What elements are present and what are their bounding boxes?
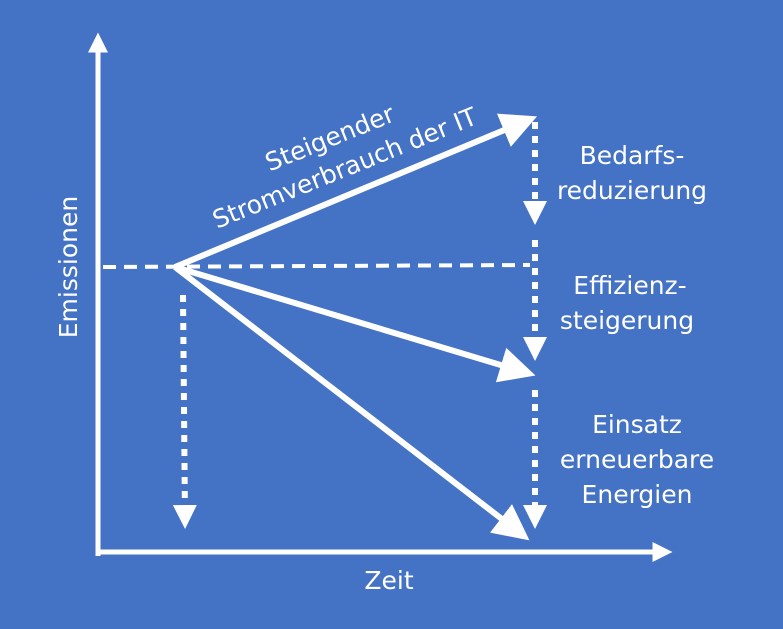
renewables-label-2: erneuerbare: [560, 445, 714, 474]
baseline-dashed: [102, 263, 531, 269]
rising-arrow: [173, 113, 538, 270]
renewables-label-3: Energien: [582, 480, 693, 509]
x-axis-label: Zeit: [364, 566, 413, 595]
dotted-arrow-left: [172, 294, 197, 529]
efficiency-label-2: steigerung: [560, 306, 694, 335]
y-axis-label: Emissionen: [54, 196, 83, 338]
efficiency-arrow: [174, 264, 536, 383]
efficiency-label-1: Effizienz-: [573, 271, 686, 300]
renewables-label-1: Einsatz: [592, 410, 682, 439]
demand-label-2: reduzierung: [557, 176, 707, 205]
renewables-arrow: [173, 264, 530, 541]
demand-label-1: Bedarfs-: [580, 141, 685, 170]
